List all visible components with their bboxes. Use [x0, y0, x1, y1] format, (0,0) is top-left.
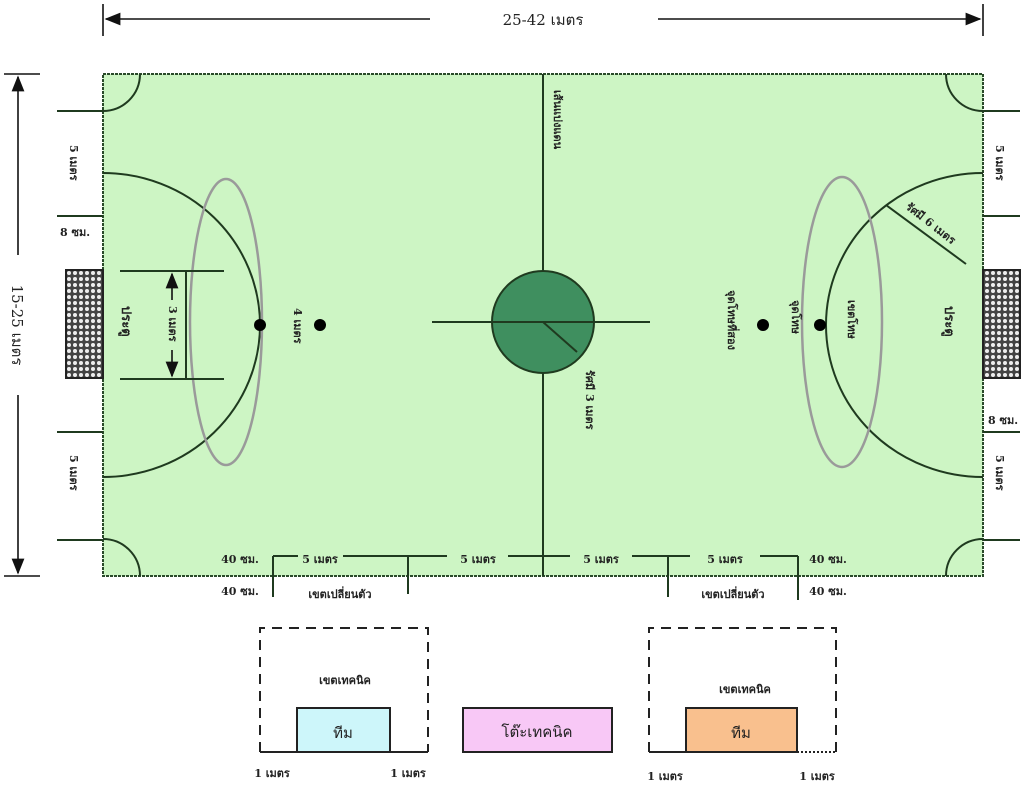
right-1m-b: 1 เมตร [799, 770, 835, 783]
right-goal-net [982, 269, 1021, 379]
left-bottom-5m: 5 เมตร [67, 455, 80, 491]
left-technical-area: เขตเทคนิค ทีม 1 เมตร 1 เมตร [254, 627, 429, 780]
right-goal-label: ประตู [941, 306, 956, 337]
bottom-right-40cm: 40 ซม. [809, 585, 847, 598]
right-8cm: 8 ซม. [988, 414, 1018, 427]
penalty-mark-label: จุดโทษ [788, 300, 803, 335]
right-technical-area-label: เขตเทคนิค [719, 683, 771, 696]
left-1m-a: 1 เมตร [254, 767, 290, 780]
right-bottom-5m: 5 เมตร [993, 455, 1006, 491]
right-highlight-ellipse [800, 175, 884, 469]
bottom-mark-3: 5 เมตร [583, 553, 619, 566]
sub-zone-right-label: เขตเปลี่ยนตัว [701, 586, 764, 601]
sub-zone-left-label: เขตเปลี่ยนตัว [308, 586, 371, 601]
left-goal-label: ประตู [118, 306, 133, 337]
center-radius-label: รัศมี 3 เมตร [583, 370, 596, 430]
right-team-bench [685, 707, 798, 753]
goal-width-label: 3 เมตร [166, 306, 179, 342]
bottom-mark-4: 5 เมตร [707, 553, 743, 566]
technical-table-label: โต๊ะเทคนิค [501, 723, 572, 741]
left-top-5m: 5 เมตร [67, 145, 80, 181]
width-label: 15-25 เมตร [8, 285, 26, 366]
substitution-zone-lines [272, 555, 799, 600]
left-8cm: 8 ซม. [60, 226, 90, 239]
corner-arcs [102, 73, 984, 577]
halfway-line-label: เส้นแบ่งแดน [551, 90, 564, 150]
penalty-radius-line [885, 204, 967, 265]
length-dimension: 25-42 เมตร [102, 4, 984, 36]
right-technical-area: เขตเทคนิค ทีม 1 เมตร 1 เมตร [647, 627, 837, 783]
center-radius-line [542, 321, 578, 353]
right-1m-a: 1 เมตร [647, 770, 683, 783]
bottom-mark-5: 40 ซม. [809, 553, 847, 566]
length-label: 25-42 เมตร [503, 11, 584, 29]
bottom-mark-2: 5 เมตร [460, 553, 496, 566]
penalty-distance-label: 4 เมตร [291, 308, 304, 344]
left-technical-area-label: เขตเทคนิค [319, 674, 371, 687]
right-top-5m: 5 เมตร [993, 145, 1006, 181]
width-dimension: 15-25 เมตร [4, 73, 40, 577]
bottom-mark-1: 5 เมตร [302, 553, 338, 566]
left-second-penalty-mark [314, 319, 326, 331]
penalty-area-label: เขตโทษ [845, 300, 859, 340]
right-penalty-mark [814, 319, 826, 331]
right-team-label: ทีม [731, 724, 751, 742]
left-penalty-mark [254, 319, 266, 331]
left-team-label: ทีม [333, 724, 353, 742]
right-second-penalty-mark [757, 319, 769, 331]
technical-table [462, 707, 613, 753]
side-mark-lines [57, 110, 1020, 541]
goal-width-marker: 3 เมตร [120, 270, 224, 380]
bottom-mark-0: 40 ซม. [221, 553, 259, 566]
bottom-left-40cm: 40 ซม. [221, 585, 259, 598]
left-team-bench [296, 707, 391, 753]
second-penalty-mark-label: จุดโทษที่สอง [724, 290, 740, 350]
left-goal-net [65, 269, 104, 379]
left-1m-b: 1 เมตร [390, 767, 426, 780]
